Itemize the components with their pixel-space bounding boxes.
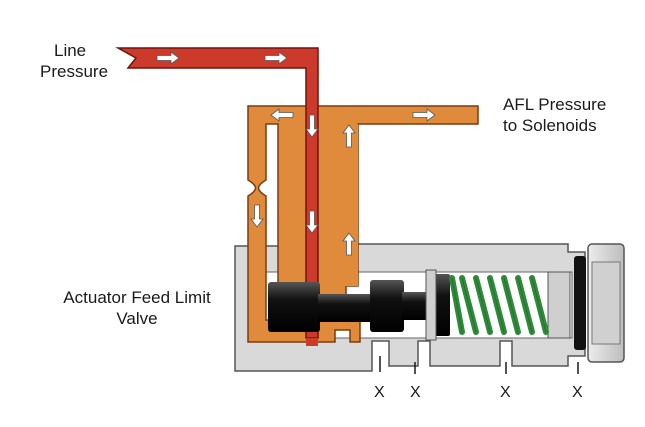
exhaust-port-label: X [572, 384, 583, 401]
line-pressure-label: Line Pressure [40, 40, 108, 82]
valve-label-line2: Valve [116, 309, 158, 328]
exhaust-ports [379, 356, 579, 374]
spring [449, 275, 549, 335]
line-pressure-label-line2: Pressure [40, 62, 109, 81]
valve-label: Actuator Feed Limit Valve [46, 287, 228, 329]
exhaust-port-label: X [410, 384, 421, 401]
exhaust-port-label: X [500, 384, 511, 401]
valve-label-line1: Actuator Feed Limit [63, 288, 211, 307]
line-pressure-label-line1: Line [54, 41, 87, 60]
exhaust-port-label: X [374, 384, 385, 401]
afl-pressure-label: AFL Pressure to Solenoids [503, 94, 606, 136]
spool [268, 269, 571, 341]
afl-pressure-label-line1: AFL Pressure [503, 95, 607, 114]
line-pressure-passage [115, 47, 319, 346]
afl-pressure-label-line2: to Solenoids [503, 116, 597, 135]
exhaust-labels: X X X X [374, 384, 583, 401]
